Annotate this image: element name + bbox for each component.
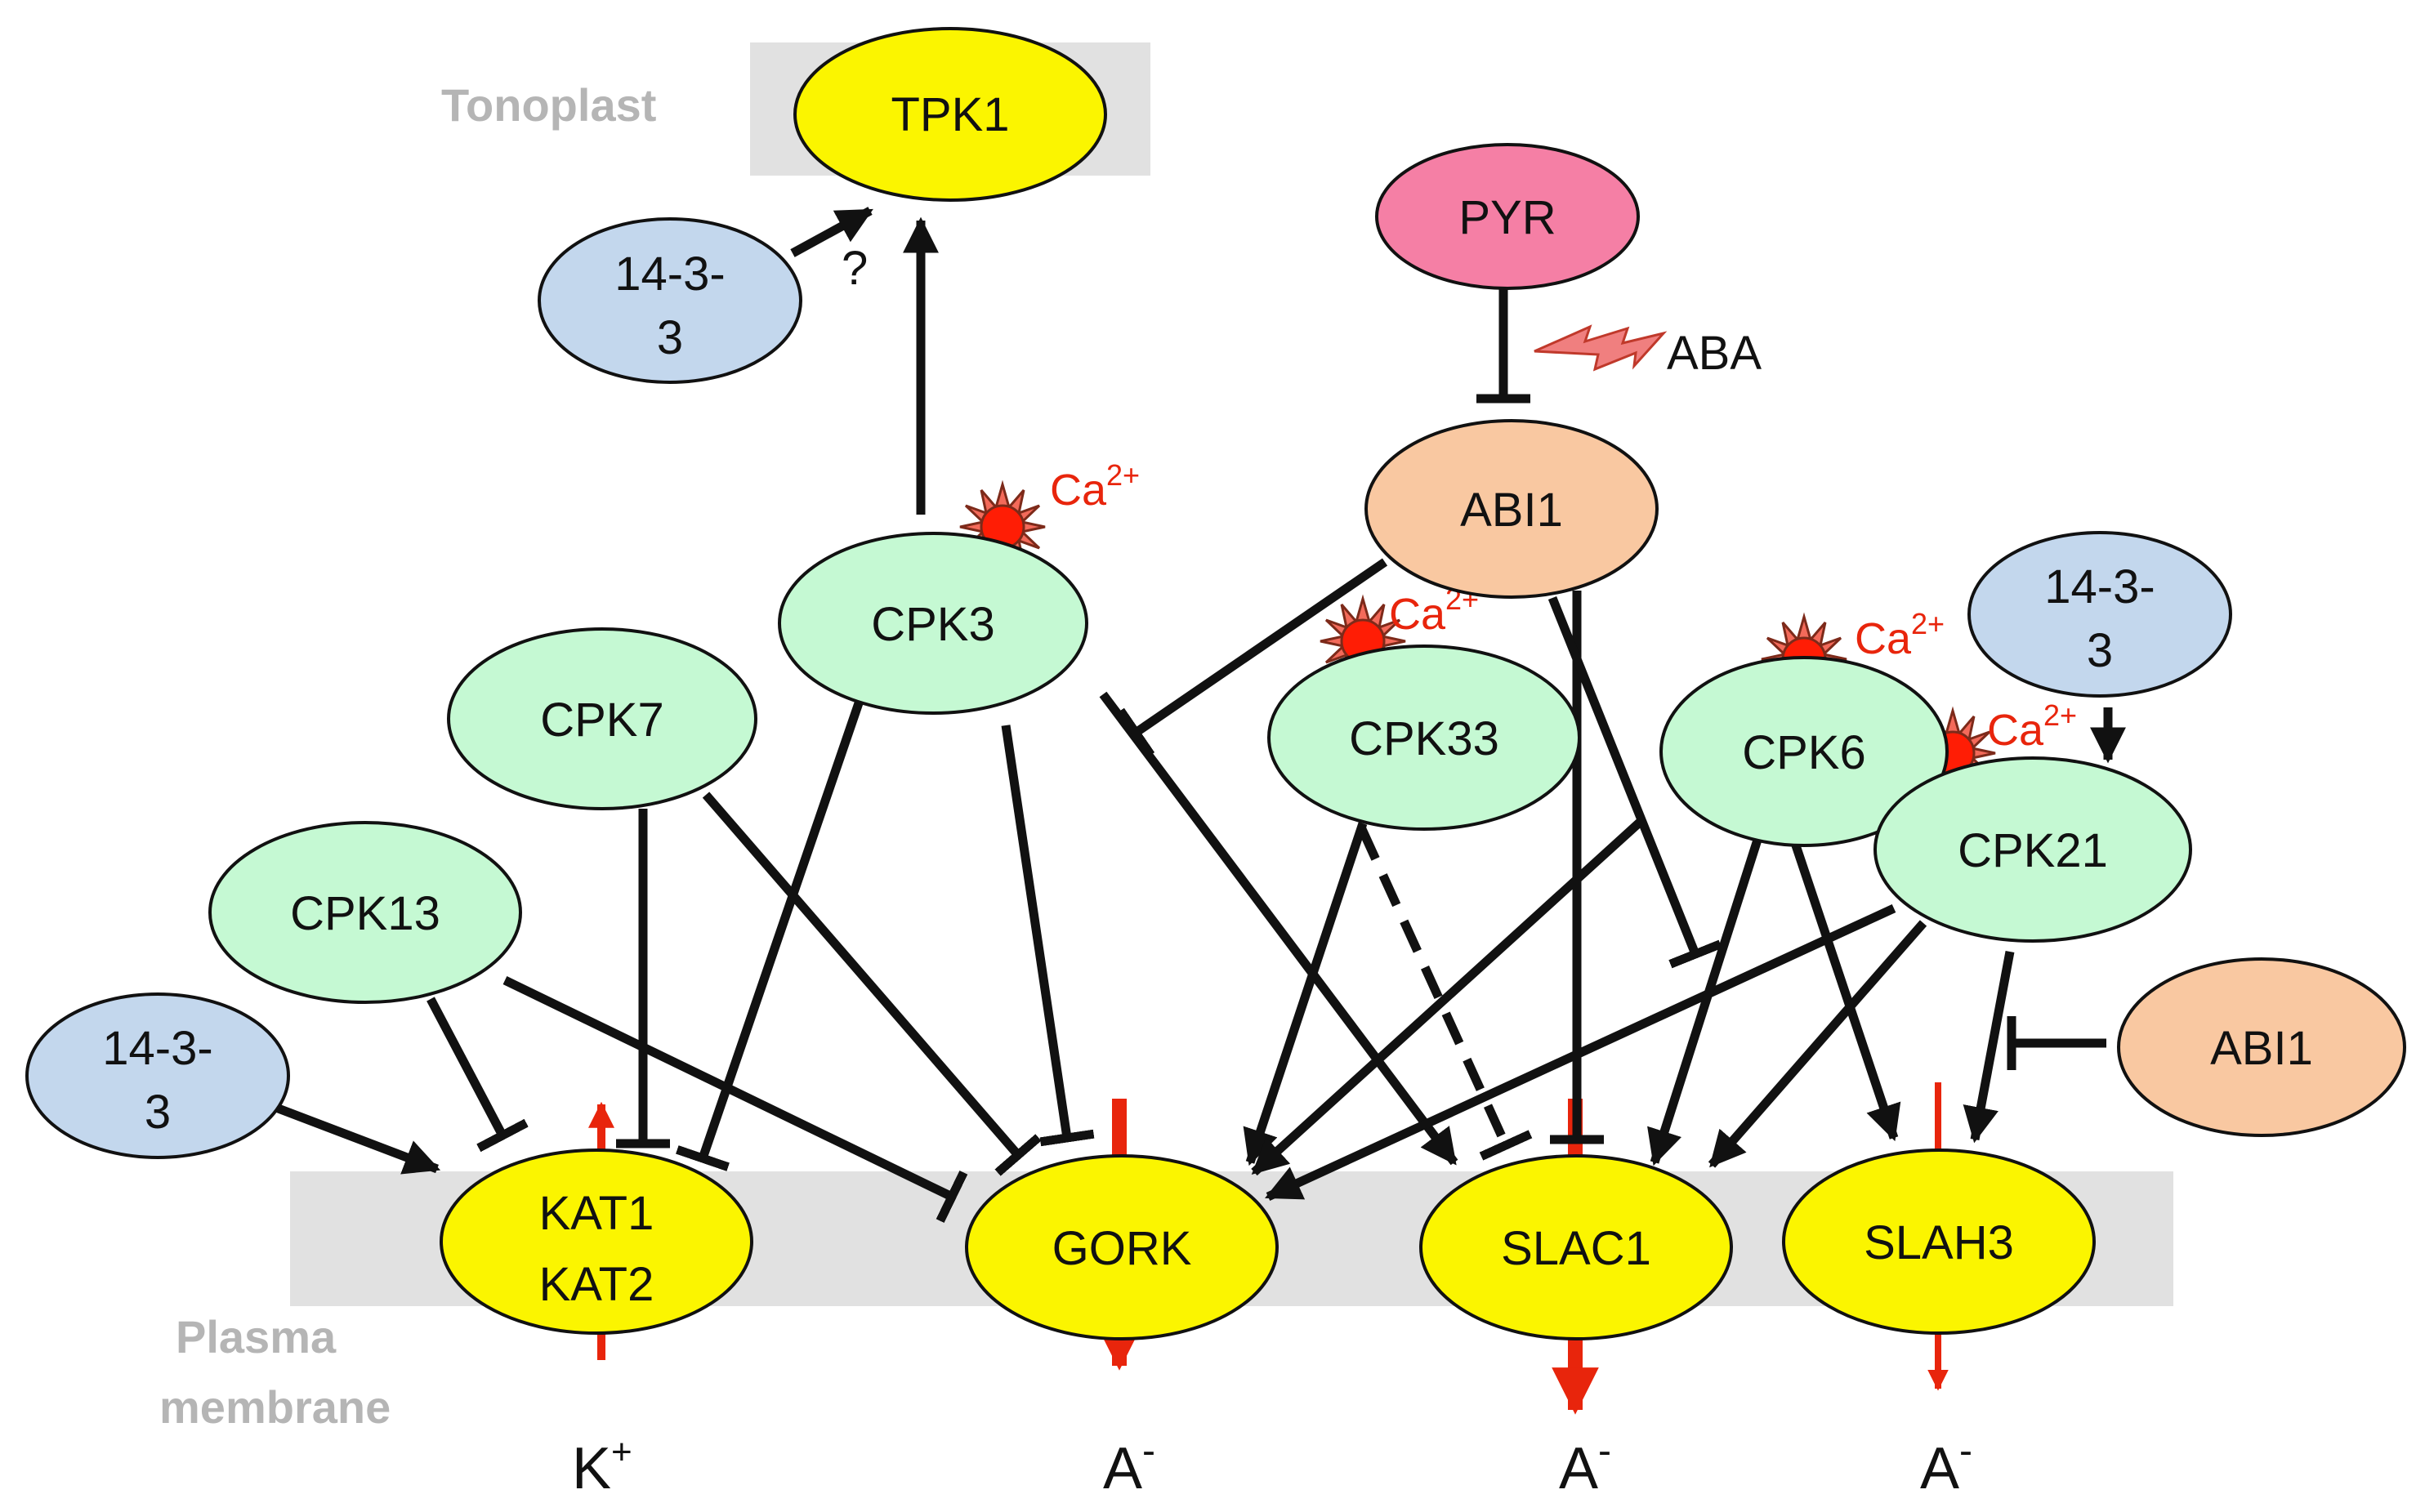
svg-text:CPK33: CPK33 [1349,712,1499,765]
regulatory-edges [275,207,2126,1224]
ion-anion-gork: A- [1103,1429,1155,1501]
node-cpk6[interactable]: CPK6 [1659,656,1949,847]
node-cpk33[interactable]: CPK33 [1267,644,1581,831]
svg-text:KAT1: KAT1 [539,1187,654,1240]
ion-anion-slac1: A- [1559,1429,1611,1501]
plasma-membrane-label-line1: Plasma [176,1311,337,1363]
svg-text:3: 3 [2087,624,2113,677]
svg-text:3: 3 [145,1086,171,1139]
svg-text:ABI1: ABI1 [1460,484,1563,537]
node-tpk1[interactable]: TPK1 [793,27,1107,202]
calcium-label-cpk21: Ca2+ [1987,698,2077,755]
svg-text:CPK3: CPK3 [871,598,995,651]
plasma-membrane-label-line2: membrane [159,1381,391,1433]
svg-text:14-3-: 14-3- [102,1022,212,1075]
node-pyr[interactable]: PYR [1375,143,1640,290]
node-slah3[interactable]: SLAH3 [1782,1148,2096,1335]
node-14-3-3-left[interactable]: 14-3- 3 [25,992,290,1159]
svg-text:KAT2: KAT2 [539,1258,654,1311]
svg-text:3: 3 [657,311,683,364]
svg-text:GORK: GORK [1052,1222,1192,1275]
calcium-label-cpk6: Ca2+ [1855,607,1945,663]
svg-text:PYR: PYR [1458,191,1556,244]
node-cpk13[interactable]: CPK13 [208,821,522,1004]
svg-text:ABI1: ABI1 [2210,1022,2313,1075]
node-abi1-top[interactable]: ABI1 [1364,419,1659,599]
svg-text:TPK1: TPK1 [891,88,1009,141]
aba-label: ABA [1667,327,1762,380]
svg-text:SLAC1: SLAC1 [1501,1222,1651,1275]
node-kat1-kat2[interactable]: KAT1 KAT2 [440,1148,753,1335]
question-label: ? [842,242,868,295]
node-14-3-3-right[interactable]: 14-3- 3 [1967,531,2232,698]
svg-text:CPK13: CPK13 [290,887,440,940]
svg-text:CPK21: CPK21 [1958,824,2108,877]
node-14-3-3-top[interactable]: 14-3- 3 [538,217,802,384]
node-cpk7[interactable]: CPK7 [447,627,757,810]
node-cpk3[interactable]: CPK3 [778,532,1088,715]
ion-anion-slah3: A- [1920,1429,1972,1501]
svg-text:CPK7: CPK7 [540,694,664,747]
svg-text:14-3-: 14-3- [614,248,725,301]
svg-text:14-3-: 14-3- [2044,560,2155,613]
aba-lightning-icon [1534,324,1668,372]
calcium-label-cpk3: Ca2+ [1050,458,1140,515]
svg-text:SLAH3: SLAH3 [1864,1216,2014,1269]
ion-potassium: K+ [572,1432,632,1501]
node-abi1-right[interactable]: ABI1 [2117,957,2406,1137]
node-cpk21[interactable]: CPK21 [1873,756,2192,943]
svg-text:CPK6: CPK6 [1742,726,1866,779]
tonoplast-label: Tonoplast [441,79,656,131]
node-slac1[interactable]: SLAC1 [1419,1154,1733,1340]
node-gork[interactable]: GORK [965,1154,1279,1340]
